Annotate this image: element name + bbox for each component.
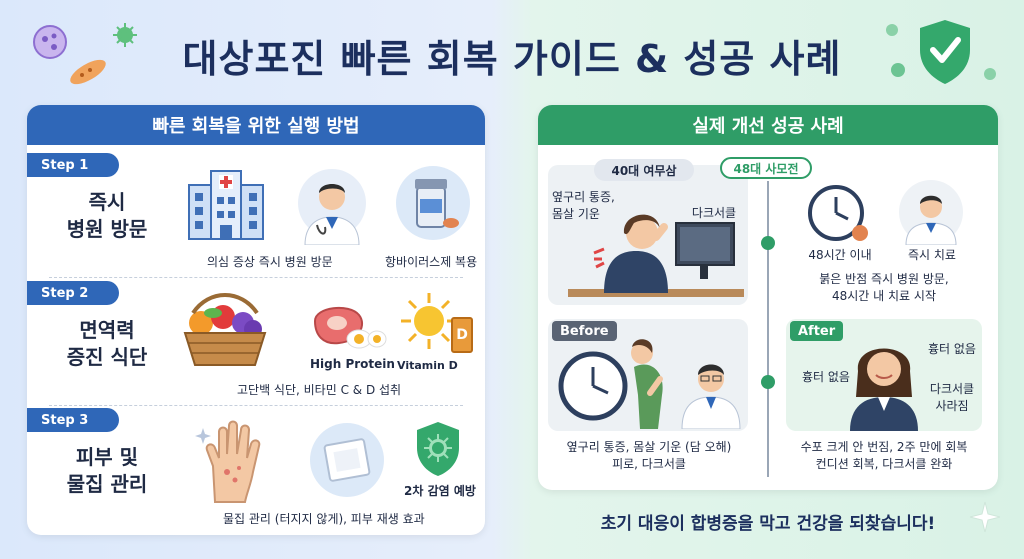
secondary-infection-label: 2차 감염 예방 [404,484,476,498]
before-tag: Before [552,321,617,341]
page-title: 대상포진 빠른 회복 가이드 & 성공 사례 [182,37,842,81]
doctor-icon [681,364,741,429]
sparkle-icon [969,501,1001,533]
timeline-line [767,181,769,477]
vitamin-d-label: Vitamin D [397,359,458,372]
case1-tag: 40대 여무삼 [594,159,694,181]
success-cases-header: 실제 개선 성공 사례 [538,105,998,145]
recovered-woman-icon [850,348,918,431]
clock-48h-icon [808,185,868,241]
step-1-caption-antiviral: 항바이러스제 복용 [385,255,478,269]
success-cases-panel: 실제 개선 성공 사례 40대 여무삼 옆구리 통증,몸살 기운 다크서클 48… [538,105,998,490]
step-1-caption-visit: 의심 증상 즉시 병원 방문 [207,255,333,269]
step-2-caption: 고단백 식단, 비타민 C & D 섭취 [237,383,402,397]
timeline-marker [761,236,775,250]
shield-check-icon [886,20,996,84]
clock-icon [558,351,628,421]
footer-message: 초기 대응이 합병증을 막고 건강을 되찾습니다! [600,514,936,534]
step-3-badge: Step 3 [27,408,119,432]
tired-woman-icon [568,214,744,297]
step-divider [49,277,463,278]
sun-vitamin-icon [401,293,457,349]
before-description: 옆구리 통증, 몸살 기운 (담 오해)피로, 다크서클 [566,440,732,471]
after-tag: After [790,321,844,341]
meat-egg-icon [313,306,387,349]
case2-tag: 48대 사모전 [720,157,812,179]
timer-48h-label: 48시간 이내 [808,248,872,262]
high-protein-label: High Protein [310,357,395,371]
case2-description: 붉은 반점 즉시 병원 방문,48시간 내 치료 시작 [819,272,949,303]
pill-bottle-icon [396,166,470,240]
step-3-caption: 물집 관리 (터지지 않게), 피부 재생 효과 [223,512,425,526]
case1-dark-circles-label: 다크서클 [691,206,737,220]
case1-pain-label: 옆구리 통증,몸살 기운 [552,190,615,221]
virus-cell-icon [33,23,137,85]
no-scar-label-left: 흉터 없음 [802,370,850,384]
step-1-badge: Step 1 [27,153,119,177]
gauze-icon [310,423,384,497]
step-divider [49,405,463,406]
doctor-icon [298,169,366,245]
hand-icon [195,420,261,503]
step-2-badge: Step 2 [27,281,119,305]
timeline-marker [761,375,775,389]
doctor-icon [899,180,963,245]
fruit-basket-icon [183,293,267,366]
immediate-treatment-label: 즉시 치료 [908,248,956,262]
sick-woman-icon [631,339,663,429]
no-scar-label-right: 흉터 없음 [928,342,976,356]
recovery-methods-header: 빠른 회복을 위한 실행 방법 [27,105,485,145]
shield-virus-icon [417,422,459,476]
vitamin-d-bottle: D [451,317,473,353]
hospital-icon [188,170,264,240]
